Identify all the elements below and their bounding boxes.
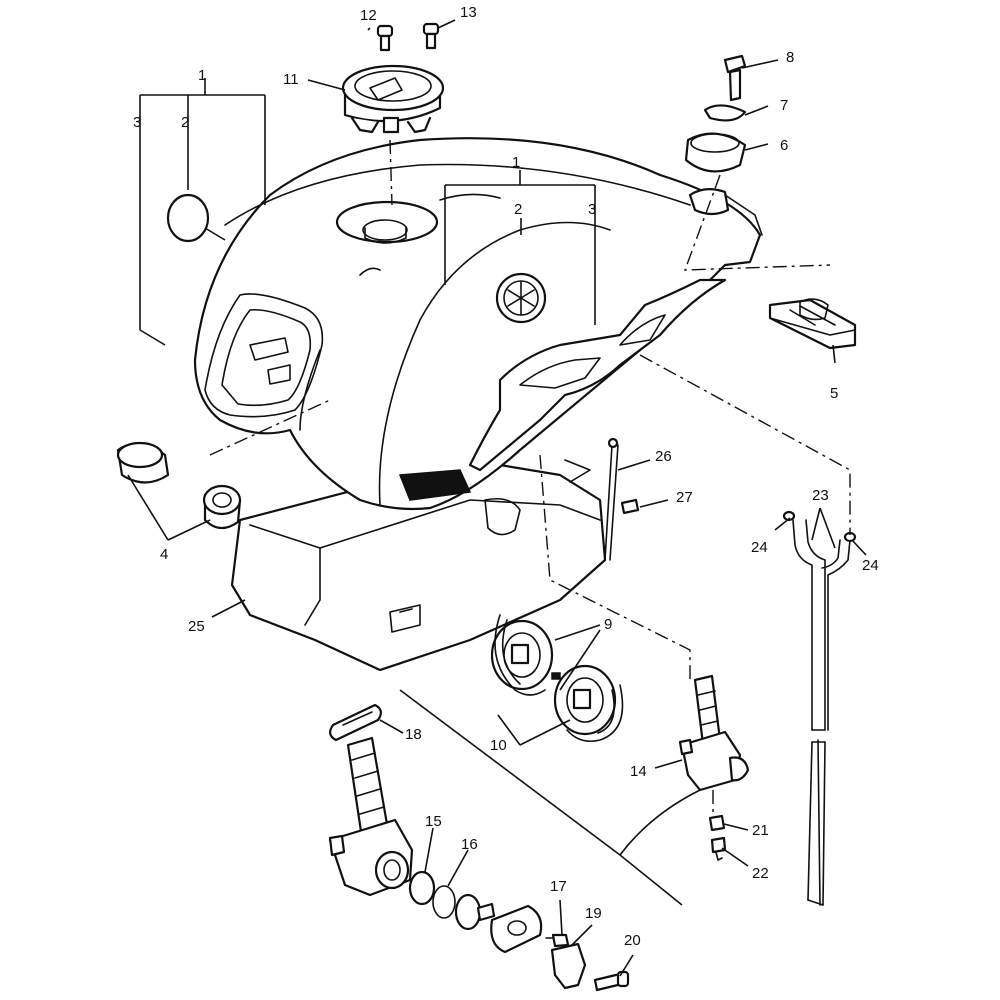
fuel-line <box>399 689 683 906</box>
o-ring-16 <box>432 885 456 919</box>
callout-leaders <box>127 19 867 977</box>
callout-16: 16 <box>461 836 478 853</box>
callout-12: 12 <box>360 7 377 24</box>
callout-19: 19 <box>585 905 602 922</box>
callout-1-center: 1 <box>512 154 520 171</box>
callout-18: 18 <box>405 726 422 743</box>
callout-20: 20 <box>624 932 641 949</box>
hose-clip-24 <box>782 510 857 543</box>
lever-shaft <box>454 893 496 931</box>
callout-23: 23 <box>812 487 829 504</box>
callout-5: 5 <box>830 385 838 402</box>
fuel-cock-14 <box>678 674 750 792</box>
bracket-lines <box>139 78 596 346</box>
callout-2-center: 2 <box>514 201 522 218</box>
lever-19 <box>550 942 587 990</box>
fuel-cap-11 <box>341 64 445 134</box>
callout-14: 14 <box>630 763 647 780</box>
callout-22: 22 <box>752 865 769 882</box>
callout-10: 10 <box>490 737 507 754</box>
callout-13: 13 <box>460 4 477 21</box>
gasket-18 <box>329 703 382 742</box>
damper-6 <box>684 132 747 173</box>
fuel-line-branch <box>619 789 701 856</box>
screw-13 <box>422 22 440 50</box>
callout-3-left: 3 <box>133 114 141 131</box>
callout-1-left: 1 <box>198 67 206 84</box>
fuel-cock-left <box>328 736 414 897</box>
callout-17: 17 <box>550 878 567 895</box>
washer-21 <box>708 814 726 832</box>
screw-12 <box>376 24 394 52</box>
callout-6: 6 <box>780 137 788 154</box>
callout-26: 26 <box>655 448 672 465</box>
o-ring-10 <box>494 614 624 743</box>
tie-band-26 <box>604 437 619 561</box>
callout-11: 11 <box>283 71 299 88</box>
assembly-lines <box>209 139 851 815</box>
bolt-8 <box>723 54 747 102</box>
clip-27 <box>620 498 640 515</box>
strainer-9 <box>490 619 617 736</box>
callout-4: 4 <box>160 546 168 563</box>
lever-plate <box>490 904 543 954</box>
callout-3-center: 3 <box>588 201 596 218</box>
callout-27: 27 <box>676 489 693 506</box>
callout-labels: 1 2 3 1 2 3 4 5 6 7 8 9 10 11 12 13 14 1… <box>133 4 879 949</box>
callout-7: 7 <box>780 97 788 114</box>
callout-21: 21 <box>752 822 769 839</box>
callout-2-left: 2 <box>181 114 189 131</box>
screw-17 <box>545 933 570 948</box>
callout-25: 25 <box>188 618 205 635</box>
callout-24-right: 24 <box>862 557 879 574</box>
fuel-hose-23 <box>792 519 851 906</box>
grommet-4 <box>116 441 242 530</box>
callout-9: 9 <box>604 616 612 633</box>
damper-5 <box>768 298 857 350</box>
screw-20 <box>593 970 630 992</box>
callout-15: 15 <box>425 813 442 830</box>
side-cover-25 <box>230 458 607 672</box>
collar-7 <box>703 104 747 122</box>
callout-24-left: 24 <box>751 539 768 556</box>
fuel-tank <box>193 137 763 511</box>
plate-15 <box>408 870 436 906</box>
callout-8: 8 <box>786 49 794 66</box>
